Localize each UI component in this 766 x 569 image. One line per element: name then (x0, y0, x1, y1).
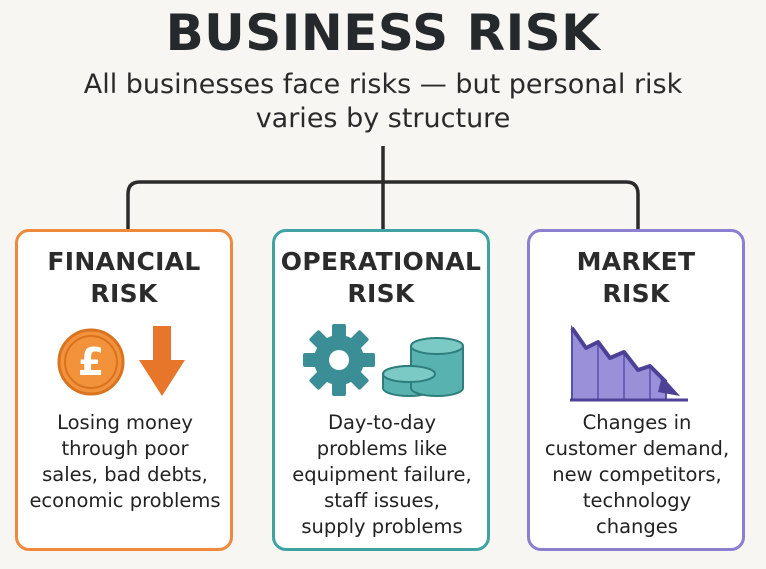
card-body-line: customer demand, (544, 437, 730, 460)
card-body-line: Day-to-day (327, 411, 437, 434)
card-heading-line: RISK (347, 279, 415, 308)
connector-branch (126, 180, 640, 229)
card-heading-line: FINANCIAL (47, 247, 201, 276)
card-body-line: through poor (61, 437, 189, 460)
card-heading: OPERATIONAL RISK (275, 246, 487, 310)
financial-risk-card: FINANCIAL RISK £ Losing money through po… (15, 229, 233, 551)
market-risk-card: MARKET RISK Changes in customer demand, … (527, 229, 745, 551)
card-body-line: sales, bad debts, (42, 463, 208, 486)
card-body-line: staff issues, (324, 489, 440, 512)
card-heading-line: RISK (90, 279, 158, 308)
card-body-line: problems like (316, 437, 448, 460)
pound-coin-icon: £ (57, 328, 125, 396)
card-body: Losing money through poor sales, bad deb… (22, 410, 228, 514)
card-body-line: Changes in (582, 411, 692, 434)
page-title: BUSINESS RISK (165, 4, 601, 62)
card-heading-line: RISK (602, 279, 670, 308)
arrow-down-icon (139, 326, 185, 396)
gear-icon (303, 324, 375, 396)
card-body-line: technology (582, 489, 692, 512)
card-body: Day-to-day problems like equipment failu… (279, 410, 485, 540)
card-heading-line: MARKET (576, 247, 696, 276)
stacked-coins-icon (382, 337, 464, 397)
card-heading: MARKET RISK (530, 246, 742, 310)
coin-symbol: £ (78, 340, 104, 384)
financial-icons: £ (57, 326, 185, 396)
card-body-line: changes (596, 515, 678, 538)
subtitle: All businesses face risks — but personal… (60, 68, 706, 136)
card-body-line: equipment failure, (292, 463, 472, 486)
subtitle-line-1: All businesses face risks — but personal… (83, 69, 683, 100)
operational-icons (303, 324, 464, 397)
card-body-line: Losing money (57, 411, 193, 434)
card-body-line: new competitors, (552, 463, 722, 486)
card-heading-line: OPERATIONAL (280, 247, 482, 276)
card-body: Changes in customer demand, new competit… (534, 410, 740, 540)
card-body-line: economic problems (29, 489, 221, 512)
declining-chart-icon (570, 324, 688, 402)
card-body-line: supply problems (301, 515, 463, 538)
subtitle-line-2: varies by structure (255, 103, 511, 134)
card-heading: FINANCIAL RISK (18, 246, 230, 310)
operational-risk-card: OPERATIONAL RISK (272, 229, 490, 551)
